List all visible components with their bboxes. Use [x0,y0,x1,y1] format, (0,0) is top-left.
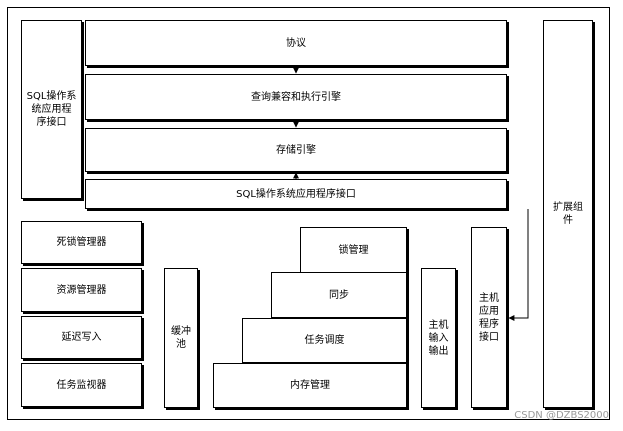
diagram-frame [7,7,610,420]
host-application-api: 主机 应用 程序 接口 [471,227,507,408]
deadlock-manager: 死锁管理器 [21,221,142,264]
extension-component: 扩展组 件 [543,20,593,408]
sql-os-api-bottom: SQL操作系统应用程序接口 [85,179,507,209]
delayed-write: 延迟写入 [21,316,142,359]
task-monitor: 任务监视器 [21,363,142,407]
host-io: 主机 输入 输出 [421,268,456,408]
watermark: CSDN @DZBS2000 [514,410,609,421]
storage-engine-layer: 存储引擎 [85,128,507,172]
protocol-layer: 协议 [85,20,507,66]
memory-management: 内存管理 [213,363,407,408]
task-scheduling: 任务调度 [242,318,407,363]
buffer-pool: 缓冲 池 [164,268,198,408]
query-engine-layer: 查询兼容和执行引擎 [85,74,507,120]
sql-os-api-left: SQL操作系 统应用程 序接口 [21,20,82,199]
lock-manager: 锁管理 [300,227,407,273]
sync: 同步 [271,272,407,318]
resource-manager: 资源管理器 [21,268,142,312]
